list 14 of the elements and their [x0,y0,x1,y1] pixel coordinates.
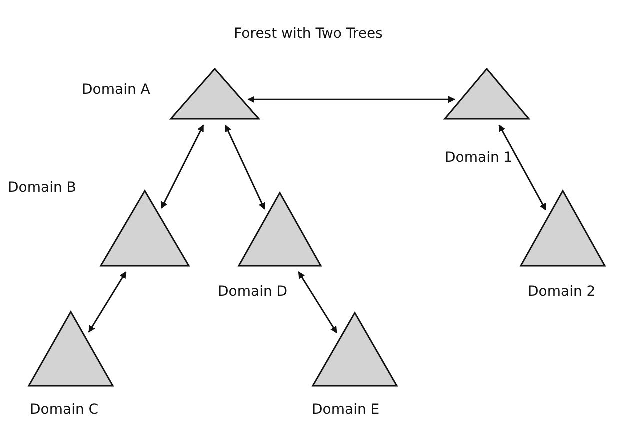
domain-label: Domain A [82,82,150,98]
double-arrow [498,124,547,211]
domain-label: Domain 1 [445,150,513,166]
double-arrow [224,124,266,210]
domain-label: Domain D [218,284,288,300]
diagram-title: Forest with Two Trees [233,26,384,42]
double-arrow [160,124,204,210]
double-arrow [88,272,127,333]
domain-label: Domain E [312,402,380,418]
double-arrow [248,96,456,104]
double-arrow [298,272,338,334]
domain-label: Domain 2 [528,284,596,300]
domain-label: Domain B [8,180,76,196]
domain-label: Domain C [30,402,99,418]
